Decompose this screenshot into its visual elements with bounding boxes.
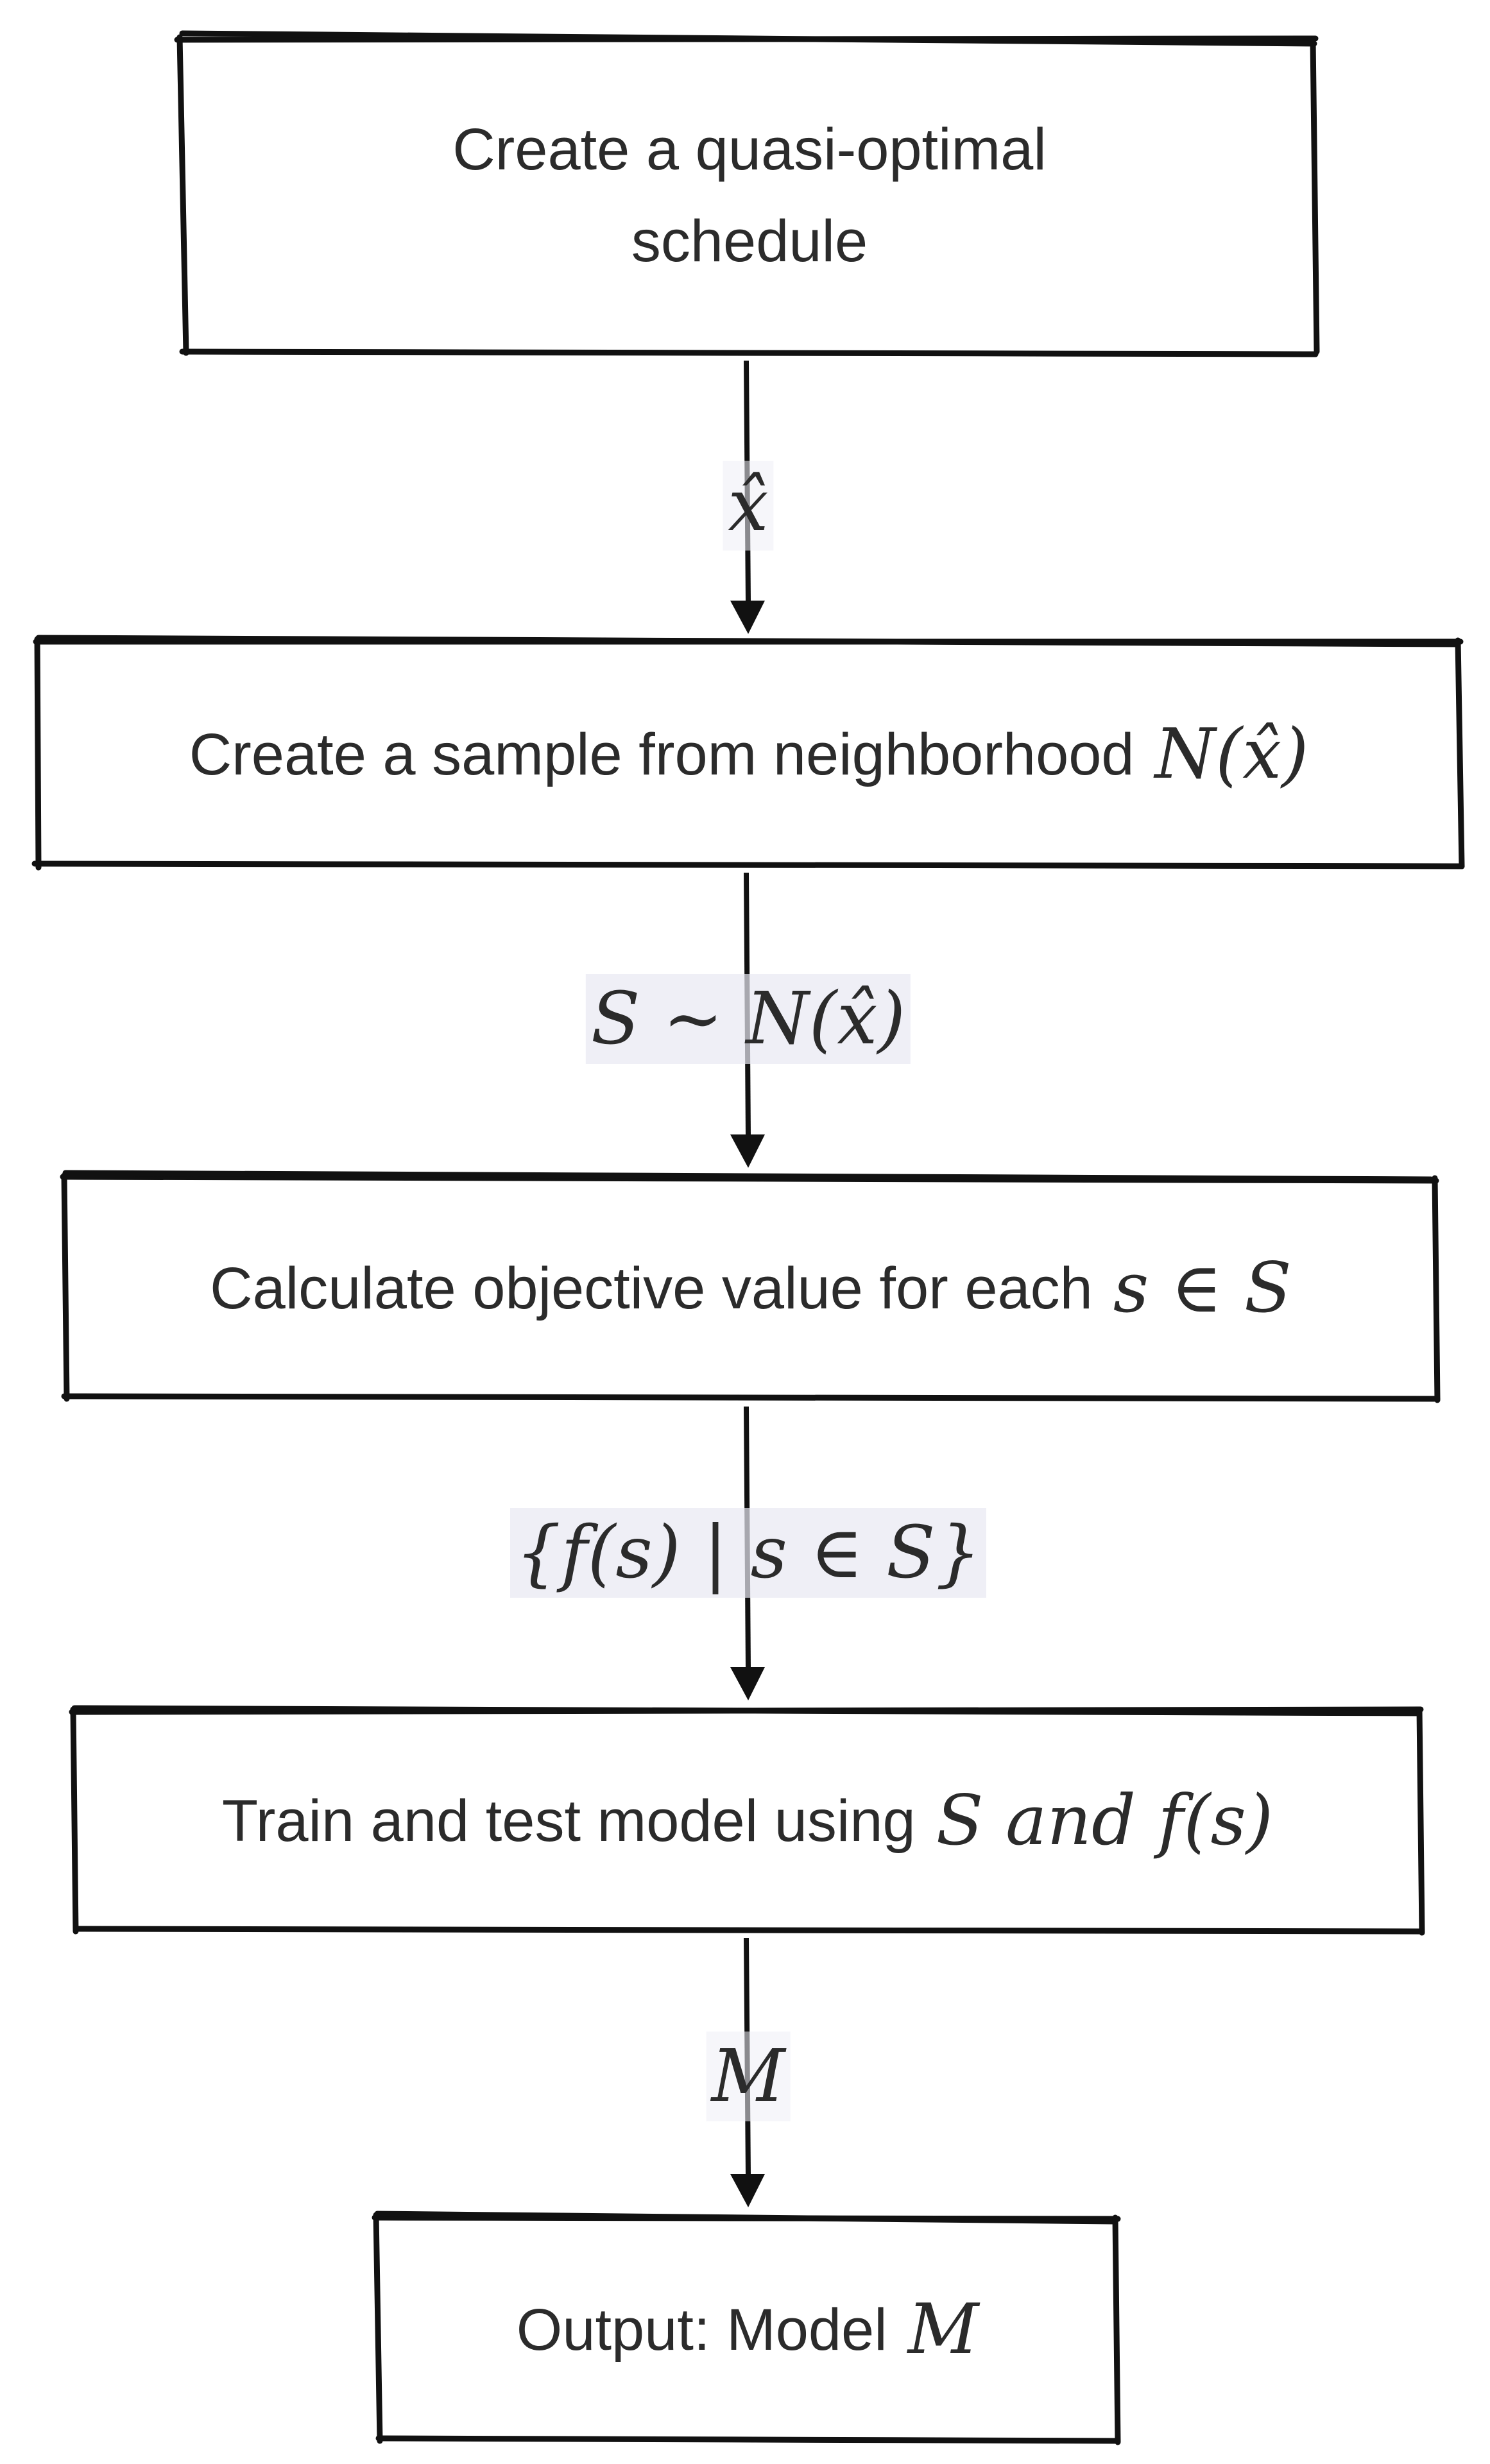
node-quasi-line1: Create a quasi-optimal [452, 117, 1047, 183]
node-sample-text: Create a sample from neighborhood [189, 721, 1135, 787]
node-train-math: S and f(s) [936, 1781, 1274, 1861]
edge-arrowhead-4 [730, 2174, 765, 2207]
node-train-text: Train and test model using [221, 1788, 916, 1854]
node-quasi-line2: schedule [631, 209, 868, 274]
node-output-box [372, 2211, 1121, 2445]
edge-label-3: {f(s) | s ∈ S} [510, 1508, 987, 1598]
edge-label-1: x̂ [723, 461, 774, 551]
node-quasi-box [174, 30, 1320, 357]
edge-arrowhead-1 [730, 601, 765, 634]
node-output-text: Output: Model [516, 2297, 887, 2363]
node-sample: Create a sample from neighborhood N(x̂) [41, 646, 1457, 864]
node-objective: Calculate objective value for each s ∈ S [68, 1181, 1434, 1396]
node-sample-box [31, 635, 1465, 871]
node-objective-box [60, 1170, 1441, 1403]
edge-label-2: S ∼ N(x̂) [585, 974, 911, 1064]
node-objective-text: Calculate objective value for each [210, 1255, 1093, 1321]
edge-arrowhead-2 [730, 1134, 765, 1168]
node-train-box [69, 1705, 1425, 1936]
node-train: Train and test model using S and f(s) [77, 1713, 1418, 1929]
edge-label-4: M [706, 2032, 791, 2121]
node-objective-math: s ∈ S [1113, 1248, 1292, 1329]
node-output-math: M [907, 2289, 979, 2370]
node-output: Output: Model M [381, 2221, 1114, 2438]
node-quasi: Create a quasi-optimal schedule [186, 42, 1313, 349]
node-sample-math: N(x̂) [1154, 714, 1309, 795]
edge-arrowhead-3 [730, 1667, 765, 1700]
